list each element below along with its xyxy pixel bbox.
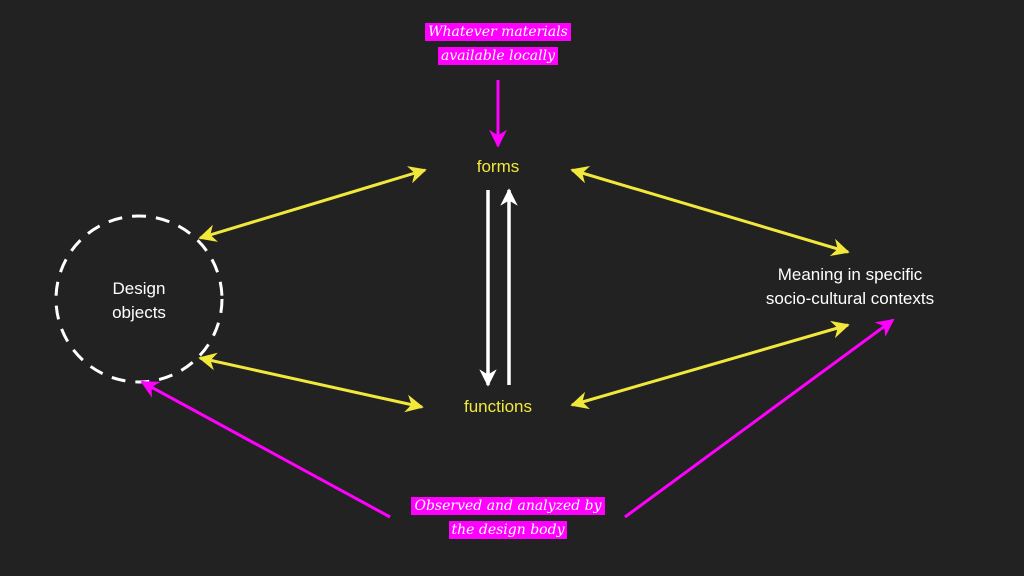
node-forms: forms — [476, 157, 520, 176]
node-functions: functions — [463, 397, 533, 416]
meaning-line2: socio-cultural contexts — [765, 289, 935, 308]
arrow-forms-meaning — [570, 165, 850, 257]
annotation-materials: Whatever materials available locally — [398, 20, 598, 68]
arrow-observed-to-design — [140, 380, 391, 519]
design-objects-line2: objects — [112, 303, 166, 322]
arrow-functions-meaning — [570, 320, 850, 410]
node-meaning: Meaning in specific socio-cultural conte… — [720, 263, 980, 311]
observed-line2: the design body — [448, 521, 568, 539]
annotation-observed: Observed and analyzed by the design body — [388, 494, 628, 542]
materials-line2: available locally — [437, 47, 559, 65]
meaning-line1: Meaning in specific — [777, 265, 923, 284]
design-objects-line1: Design — [112, 279, 166, 298]
arrow-observed-to-meaning — [624, 318, 895, 519]
arrow-design-functions — [198, 352, 424, 413]
arrow-design-forms — [198, 166, 427, 242]
design-objects-circle — [54, 214, 224, 384]
node-design-objects: Design objects — [79, 277, 199, 325]
observed-line1: Observed and analyzed by — [411, 497, 605, 515]
materials-line1: Whatever materials — [425, 23, 571, 41]
